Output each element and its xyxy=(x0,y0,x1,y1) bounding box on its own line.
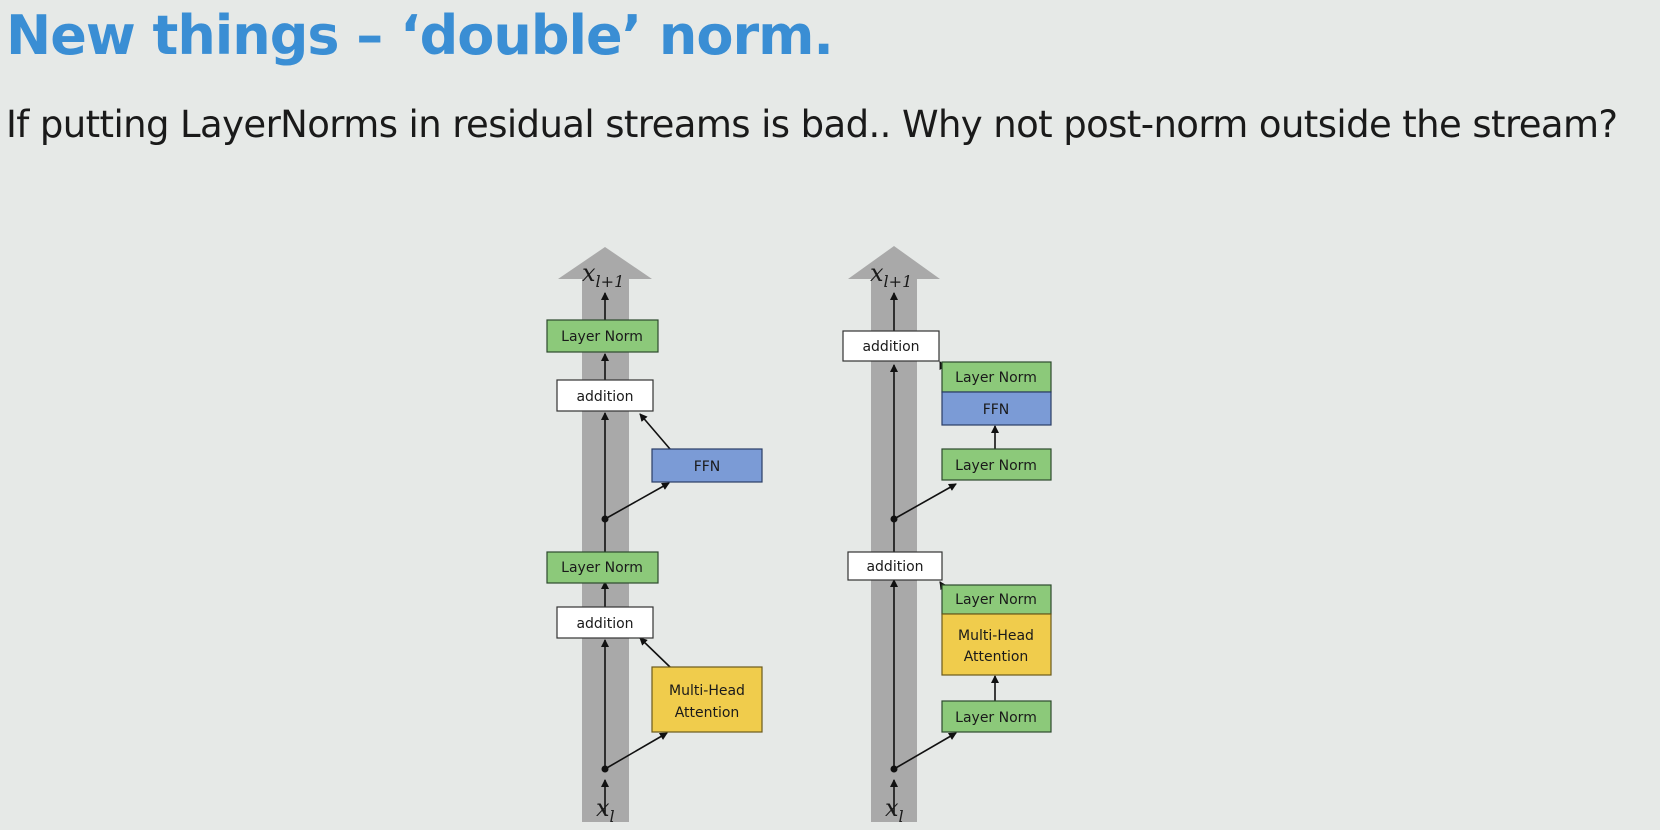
right-diagram: addition Layer Norm FFN Layer Norm addit… xyxy=(842,246,1052,826)
left-attention-label-line2: Attention xyxy=(675,705,740,721)
left-multi-head-attention: Multi-Head Attention xyxy=(651,666,763,733)
slide-subtitle: If putting LayerNorms in residual stream… xyxy=(6,103,1618,146)
right-attention-label-line1: Multi-Head xyxy=(958,628,1034,644)
left-ffn-label: FFN xyxy=(694,459,721,475)
left-layer-norm-top: Layer Norm xyxy=(546,319,659,353)
left-addition-bottom: addition xyxy=(556,606,654,639)
left-output-label: xl+1 xyxy=(582,259,624,291)
right-addition-top: addition xyxy=(842,330,940,362)
right-output-label: xl+1 xyxy=(870,259,912,291)
right-ffn: FFN xyxy=(941,391,1052,426)
right-ffn-post-norm-label: Layer Norm xyxy=(955,370,1037,386)
right-attention-post-norm: Layer Norm xyxy=(941,584,1052,615)
left-ffn: FFN xyxy=(651,448,763,483)
right-addition-bottom-label: addition xyxy=(866,559,923,575)
left-layer-norm-mid: Layer Norm xyxy=(546,551,659,584)
right-ffn-label: FFN xyxy=(983,402,1010,418)
left-addition-top: addition xyxy=(556,379,654,412)
right-attention-post-norm-label: Layer Norm xyxy=(955,592,1037,608)
right-addition-bottom: addition xyxy=(847,551,943,581)
right-attention-pre-norm: Layer Norm xyxy=(941,700,1052,733)
right-ffn-pre-norm: Layer Norm xyxy=(941,448,1052,481)
left-diagram: Layer Norm addition FFN Layer Norm addit… xyxy=(546,247,763,826)
left-addition-bottom-label: addition xyxy=(576,616,633,632)
right-ffn-post-norm: Layer Norm xyxy=(941,361,1052,393)
left-input-label: xl xyxy=(596,794,615,826)
left-addition-top-label: addition xyxy=(576,389,633,405)
right-attention-pre-norm-label: Layer Norm xyxy=(955,710,1037,726)
left-layer-norm-top-label: Layer Norm xyxy=(561,329,643,345)
right-addition-top-label: addition xyxy=(862,339,919,355)
slide-title: New things – ‘double’ norm. xyxy=(6,4,834,67)
right-ffn-pre-norm-label: Layer Norm xyxy=(955,458,1037,474)
left-layer-norm-mid-label: Layer Norm xyxy=(561,560,643,576)
right-input-label: xl xyxy=(885,794,904,826)
right-multi-head-attention: Multi-Head Attention xyxy=(941,613,1052,676)
left-attention-label-line1: Multi-Head xyxy=(669,683,745,699)
right-attention-label-line2: Attention xyxy=(964,649,1029,665)
